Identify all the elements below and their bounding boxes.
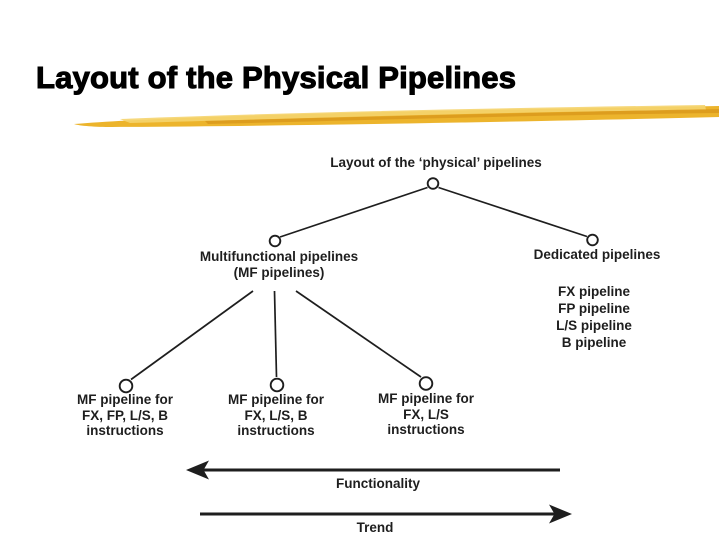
leaf3-label: MF pipeline for FX, L/S instructions: [378, 391, 474, 438]
tree-edges: [130, 186, 588, 381]
multifunctional-node-circle: [268, 234, 282, 248]
leaf-label-line: FX, FP, L/S, B: [81, 407, 169, 423]
functionality-axis-label: Functionality: [336, 476, 420, 491]
list-item: L/S pipeline: [556, 318, 632, 333]
multifunctional-label-line2: (MF pipelines): [233, 265, 325, 280]
leaf-label-line: FX, L/S, B: [244, 407, 308, 423]
leaf2-node-circle: [269, 377, 285, 393]
leaf-label-line: MF pipeline for: [77, 392, 173, 407]
leaf3-node-circle: [418, 376, 434, 391]
edge-root-to-multifunctional: [279, 186, 428, 238]
trend-arrowhead: [549, 504, 572, 524]
leaf1-label: MF pipeline for FX, FP, L/S, B instructi…: [77, 392, 173, 439]
multifunctional-node-label: Multifunctional pipelines (MF pipelines): [200, 249, 358, 281]
dedicated-node-label: Dedicated pipelines: [533, 247, 661, 262]
figure-title: Layout of the ‘physical’ pipelines: [330, 155, 542, 170]
dedicated-pipeline-list: FX pipeline FP pipeline L/S pipeline B p…: [556, 283, 632, 351]
trend-axis-label: Trend: [356, 520, 394, 535]
edge-root-to-dedicated: [438, 186, 588, 238]
leaf-label-line: instructions: [86, 423, 164, 438]
edge-mf-to-leaf3: [295, 290, 422, 378]
leaf-label-line: instructions: [237, 423, 315, 438]
leaf2-label: MF pipeline for FX, L/S, B instructions: [228, 392, 324, 439]
root-node-circle: [426, 177, 440, 190]
swoosh-highlight: [120, 105, 706, 123]
trend-arrow-icon: [200, 504, 572, 524]
functionality-arrow-icon: [186, 460, 560, 480]
list-item: FX pipeline: [557, 284, 631, 299]
page-title: Layout of the Physical Pipelines: [35, 59, 517, 95]
edge-mf-to-leaf1: [130, 290, 254, 381]
edge-mf-to-leaf2: [273, 290, 278, 378]
tree-nodes: [118, 177, 599, 394]
swoosh-shadow: [205, 109, 719, 124]
functionality-arrowhead: [186, 460, 209, 480]
leaf-label-line: FX, L/S: [403, 406, 449, 422]
multifunctional-label-line1: Multifunctional pipelines: [199, 249, 359, 264]
list-item: B pipeline: [561, 335, 627, 350]
leaf1-node-circle: [118, 378, 134, 394]
leaf-label-line: instructions: [387, 422, 465, 437]
dedicated-node-circle: [586, 233, 599, 247]
leaf-label-line: MF pipeline for: [378, 391, 474, 406]
highlight-swoosh-icon: [74, 105, 719, 127]
list-item: FP pipeline: [558, 301, 630, 316]
leaf-label-line: MF pipeline for: [228, 392, 324, 407]
